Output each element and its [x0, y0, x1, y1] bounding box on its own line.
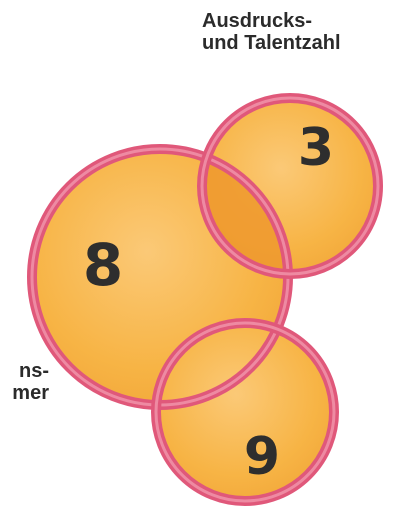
- number-big: 8: [83, 231, 123, 299]
- label-top-line1: Ausdrucks-: [202, 10, 341, 32]
- label-top-line2: und Talentzahl: [202, 32, 341, 54]
- label-left-cutoff: ns- mer: [12, 360, 49, 404]
- number-top: 3: [298, 118, 334, 178]
- label-left-line2: mer: [12, 382, 49, 404]
- number-bottom: 9: [244, 427, 280, 487]
- label-left-line1: ns-: [12, 360, 49, 382]
- label-expression-number: Ausdrucks- und Talentzahl: [202, 10, 341, 54]
